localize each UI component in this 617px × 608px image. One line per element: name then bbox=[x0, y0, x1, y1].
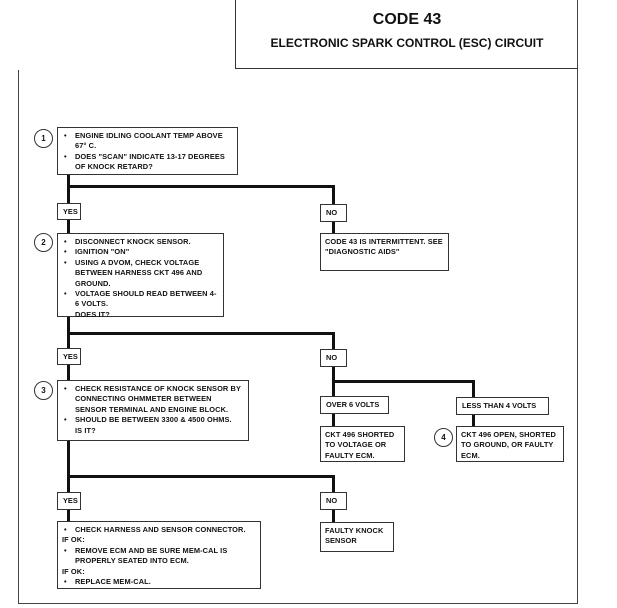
frame-left bbox=[18, 70, 19, 604]
step-2-question: DOES IT? bbox=[75, 309, 110, 319]
result-shorted-to-voltage: CKT 496 SHORTED TO VOLTAGE OR FAULTY ECM… bbox=[320, 426, 405, 462]
step-number-4: 4 bbox=[434, 428, 453, 447]
step-3-box: CHECK RESISTANCE OF KNOCK SENSOR BY CONN… bbox=[57, 380, 249, 441]
step-3-line: CHECK RESISTANCE OF KNOCK SENSOR BY CONN… bbox=[62, 384, 244, 415]
step-1-box: ENGINE IDLING COOLANT TEMP ABOVE 67° C.D… bbox=[57, 127, 238, 175]
step-2-line: IGNITION "ON" bbox=[62, 247, 219, 258]
step-1-line: DOES "SCAN" INDICATE 13-17 DEGREES OF KN… bbox=[62, 152, 233, 173]
result-faulty-sensor: FAULTY KNOCK SENSOR bbox=[320, 522, 394, 552]
connector bbox=[67, 475, 334, 478]
code-title: CODE 43 bbox=[372, 11, 442, 28]
less-than-4-volts-label: LESS THAN 4 VOLTS bbox=[456, 397, 549, 415]
yes-label: YES bbox=[57, 203, 81, 220]
step-number-3: 3 bbox=[34, 381, 53, 400]
final-action-box: CHECK HARNESS AND SENSOR CONNECTOR. IF O… bbox=[57, 521, 261, 589]
connector bbox=[67, 185, 334, 188]
connector bbox=[332, 332, 335, 427]
circuit-subtitle: ELECTRONIC SPARK CONTROL (ESC) CIRCUIT bbox=[270, 36, 544, 50]
step-2-line: VOLTAGE SHOULD READ BETWEEN 4-6 VOLTS. bbox=[62, 289, 219, 310]
connector bbox=[332, 380, 474, 383]
no-label: NO bbox=[320, 349, 347, 367]
no-label: NO bbox=[320, 492, 347, 510]
step-1-line: ENGINE IDLING COOLANT TEMP ABOVE 67° C. bbox=[62, 131, 233, 152]
final-line: CHECK HARNESS AND SENSOR CONNECTOR. bbox=[62, 525, 256, 536]
connector bbox=[67, 332, 334, 335]
step-3-line: SHOULD BE BETWEEN 3300 & 4500 OHMS. bbox=[62, 415, 244, 426]
yes-label: YES bbox=[57, 492, 81, 510]
step-3-question: IS IT? bbox=[75, 425, 96, 435]
final-line: REMOVE ECM AND BE SURE MEM-CAL IS PROPER… bbox=[62, 546, 256, 567]
final-condition: IF OK: bbox=[62, 535, 85, 545]
final-line: REPLACE MEM-CAL. bbox=[62, 577, 256, 588]
step-2-line: DISCONNECT KNOCK SENSOR. bbox=[62, 237, 219, 248]
step-2-line: USING A DVOM, CHECK VOLTAGE BETWEEN HARN… bbox=[62, 258, 219, 289]
result-open-or-grounded: CKT 496 OPEN, SHORTED TO GROUND, OR FAUL… bbox=[456, 426, 564, 462]
frame-bottom bbox=[18, 603, 578, 604]
step-2-box: DISCONNECT KNOCK SENSOR. IGNITION "ON" U… bbox=[57, 233, 224, 319]
frame-right bbox=[577, 0, 578, 604]
final-condition: IF OK: bbox=[62, 566, 85, 576]
step-number-1: 1 bbox=[34, 129, 53, 148]
step-number-2: 2 bbox=[34, 233, 53, 252]
yes-label: YES bbox=[57, 348, 81, 365]
no-label: NO bbox=[320, 204, 347, 222]
result-intermittent: CODE 43 IS INTERMITTENT. SEE "DIAGNOSTIC… bbox=[320, 233, 449, 271]
title-box: CODE 43 ELECTRONIC SPARK CONTROL (ESC) C… bbox=[235, 0, 578, 69]
over-6-volts-label: OVER 6 VOLTS bbox=[320, 396, 389, 414]
